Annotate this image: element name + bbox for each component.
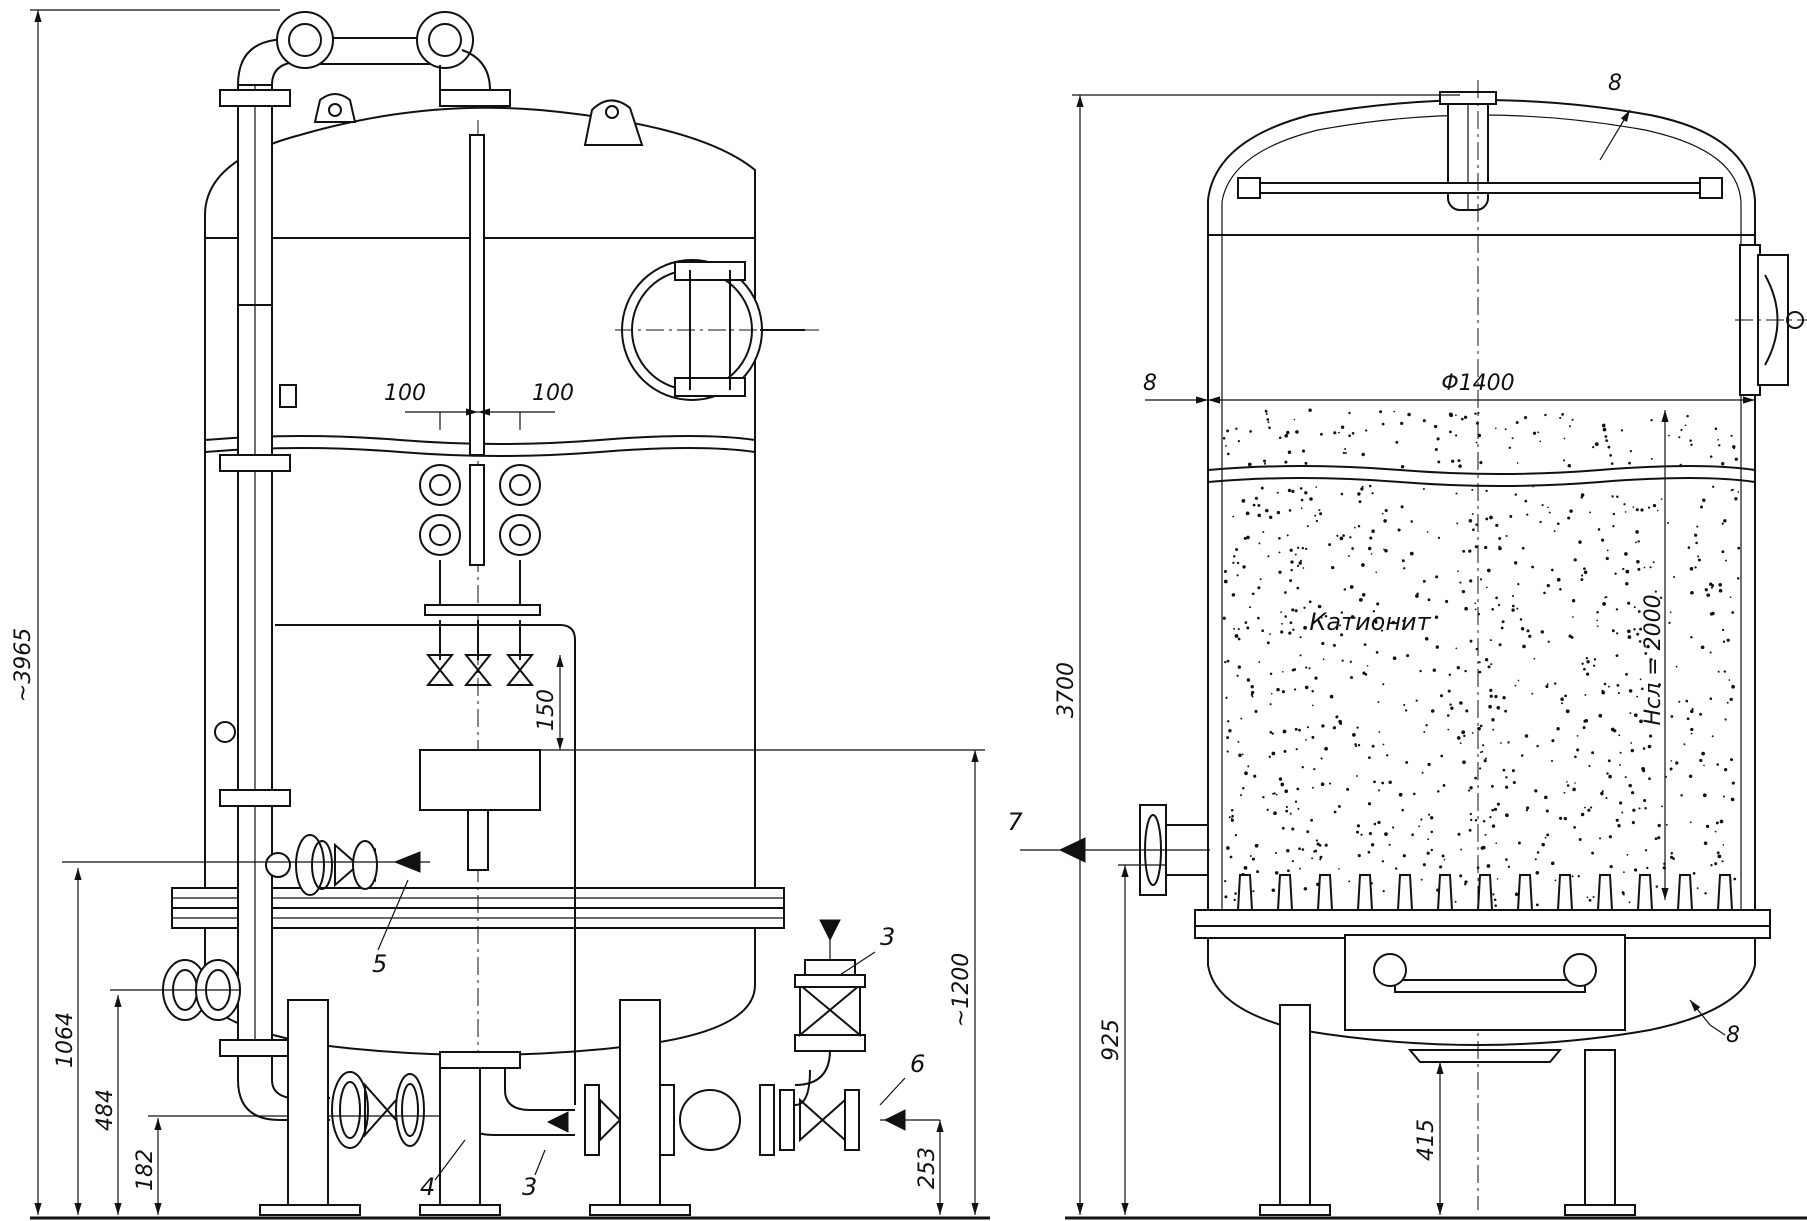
dim-overall-height: ~3965 xyxy=(11,628,36,702)
left-dimensions xyxy=(30,9,985,1215)
bottom-pipework xyxy=(148,919,940,1156)
dim-wall-bottom: 8 xyxy=(1726,1023,1740,1048)
vertical-pipe xyxy=(214,39,301,1057)
side-valve xyxy=(62,834,430,896)
right-supports xyxy=(1065,1004,1807,1220)
callout-5: 5 xyxy=(372,950,387,978)
dim-484: 484 xyxy=(93,1089,118,1131)
side-nozzle xyxy=(1020,804,1210,896)
media-label: Катионит xyxy=(1309,608,1431,636)
top-pipe xyxy=(276,11,511,107)
dim-100-left: 100 xyxy=(384,381,426,406)
dim-100-right: 100 xyxy=(532,381,574,406)
drainage-plate xyxy=(1194,874,1771,1063)
callout-4: 4 xyxy=(420,1173,435,1201)
cation-resin-bed xyxy=(1222,408,1741,907)
left-supports xyxy=(30,999,990,1220)
dim-182: 182 xyxy=(133,1149,158,1191)
callout-3: 3 xyxy=(522,1173,537,1201)
dim-150: 150 xyxy=(534,689,559,731)
sampling-assembly xyxy=(275,134,576,1105)
dim-wall-top: 8 xyxy=(1608,71,1622,96)
dim-3700: 3700 xyxy=(1054,662,1079,718)
right-view-vessel xyxy=(1207,80,1807,1210)
dim-1200: ~1200 xyxy=(949,953,974,1027)
lifting-lug-left xyxy=(313,93,357,123)
dim-diameter: Φ1400 xyxy=(1441,371,1514,396)
dim-1064: 1064 xyxy=(53,1012,78,1068)
bed-height-label: Hсл = 2000 xyxy=(1641,594,1666,725)
callout-6: 6 xyxy=(910,1050,925,1078)
left-view-vessel xyxy=(171,106,785,1215)
dim-wall-left: 8 xyxy=(1143,371,1157,396)
dim-925: 925 xyxy=(1099,1019,1124,1061)
dim-253: 253 xyxy=(915,1147,940,1189)
callout-7: 7 xyxy=(1007,808,1023,836)
dim-415: 415 xyxy=(1414,1119,1439,1161)
callout-2: 3 xyxy=(880,923,895,951)
lower-inlet-nozzle xyxy=(110,959,241,1021)
manhole xyxy=(615,259,820,401)
lifting-lug-right xyxy=(583,99,644,146)
right-dimensions xyxy=(1072,94,1755,1215)
